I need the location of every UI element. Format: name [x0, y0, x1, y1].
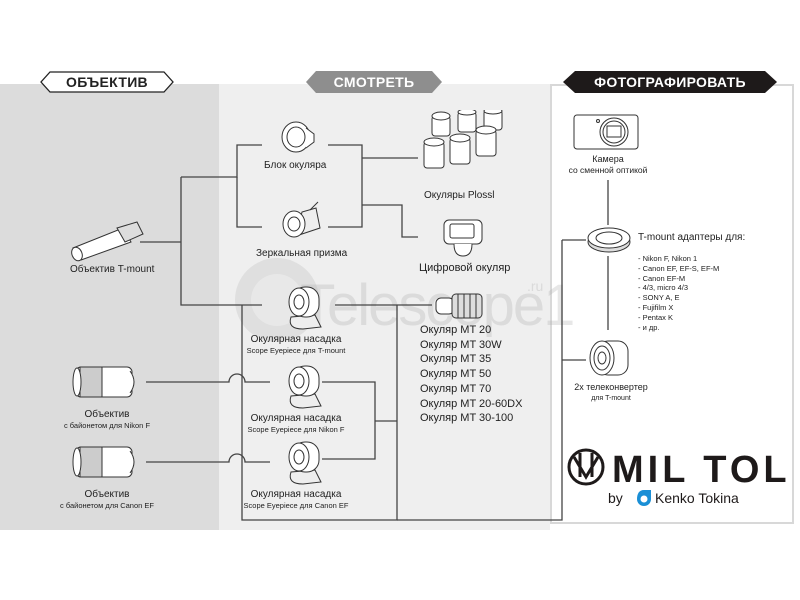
kenko-tokina-logo-icon [637, 490, 651, 506]
adapters-title: T-mount адаптеры для: [638, 232, 746, 243]
mirror-prism-icon [282, 201, 321, 238]
adapter-item: - Pentax K [638, 312, 674, 322]
canon-lens-sub: с байонетом для Canon EF [60, 501, 154, 510]
plossl-label: Окуляры Plossl [424, 190, 495, 201]
scope-tmount-icon [288, 286, 322, 330]
scope-canon-sub: Scope Eyepiece для Canon EF [243, 501, 349, 510]
brand-maker: Kenko Tokina [655, 490, 739, 506]
mt-eyepiece-list: Окуляр MT 20 Окуляр MT 30W Окуляр MT 35 … [420, 323, 522, 426]
teleconverter-label: 2x телеконвертер для T-mount [566, 381, 656, 403]
scope-canon-title: Окулярная насадка [250, 489, 342, 500]
nikon-lens-icon [72, 366, 135, 398]
nikon-lens-title: Объектив [84, 409, 130, 420]
tmount-lens-icon [71, 221, 144, 262]
tmount-lens-label: Объектив T-mount [70, 264, 155, 275]
header-lens-label: ОБЪЕКТИВ [66, 74, 148, 90]
header-photo: ФОТОГРАФИРОВАТЬ [563, 71, 777, 93]
adapter-item: - Canon EF-M [638, 273, 686, 283]
scope-nikon-title: Окулярная насадка [250, 413, 342, 424]
brand-by: by [608, 490, 623, 506]
camera-icon [573, 114, 639, 150]
digital-eyepiece-label: Цифровой окуляр [419, 262, 511, 274]
scope-canon-icon [288, 441, 322, 485]
teleconverter-sub: для T-mount [591, 395, 631, 402]
mt-eyepiece-item: Окуляр MT 50 [420, 368, 492, 381]
camera-title: Камера [592, 154, 624, 164]
mt-eyepiece-icon [435, 293, 483, 319]
digital-eyepiece-icon [443, 219, 483, 257]
adapter-item: - и др. [638, 322, 660, 332]
tmount-adapter-icon [587, 227, 631, 253]
header-view-label: СМОТРЕТЬ [333, 74, 415, 90]
scope-nikon-sub: Scope Eyepiece для Nikon F [247, 425, 345, 434]
eyepiece-block-icon [281, 121, 315, 153]
header-view: СМОТРЕТЬ [306, 71, 442, 93]
miltol-logo-icon [567, 448, 605, 486]
mt-eyepiece-item: Окуляр MT 35 [420, 353, 492, 366]
eyepiece-block-label: Блок окуляра [264, 160, 327, 171]
mirror-prism-label: Зеркальная призма [256, 248, 348, 259]
brand-name: MIL TOL [612, 449, 791, 491]
teleconverter-title: 2x телеконвертер [574, 382, 648, 392]
adapters-list: - Nikon F, Nikon 1 - Canon EF, EF-S, EF-… [638, 254, 719, 332]
scope-tmount-sub: Scope Eyepiece для T-mount [246, 346, 346, 355]
adapter-item: - SONY A, E [638, 293, 680, 303]
scope-canon-label: Окулярная насадка Scope Eyepiece для Can… [239, 489, 353, 510]
mt-eyepiece-item: Окуляр MT 30-100 [420, 412, 514, 425]
camera-label: Камера со сменной оптикой [560, 153, 656, 175]
canon-lens-icon [72, 446, 135, 478]
mt-eyepiece-item: Окуляр MT 70 [420, 382, 492, 395]
mt-eyepiece-item: Окуляр MT 20-60DX [420, 397, 523, 410]
nikon-lens-label: Объектив с байонетом для Nikon F [52, 409, 162, 430]
scope-nikon-label: Окулярная насадка Scope Eyepiece для Nik… [241, 413, 351, 434]
scope-tmount-label: Окулярная насадка Scope Eyepiece для T-m… [241, 334, 351, 355]
canon-lens-title: Объектив [84, 489, 130, 500]
scope-tmount-title: Окулярная насадка [250, 334, 342, 345]
header-lens: ОБЪЕКТИВ [40, 71, 174, 93]
teleconverter-icon [589, 340, 629, 376]
adapter-item: - Canon EF, EF-S, EF-M [638, 263, 720, 273]
canon-lens-label: Объектив с байонетом для Canon EF [50, 489, 164, 510]
mt-eyepiece-item: Окуляр MT 20 [420, 324, 492, 336]
plossl-eyepieces-icon [423, 110, 503, 169]
header-photo-label: ФОТОГРАФИРОВАТЬ [594, 74, 746, 90]
adapter-item: - Fujifilm X [638, 302, 674, 312]
watermark-suffix: .ru [527, 278, 544, 294]
adapter-item: - Nikon F, Nikon 1 [638, 254, 698, 263]
nikon-lens-sub: с байонетом для Nikon F [63, 421, 151, 430]
scope-nikon-icon [288, 365, 322, 409]
adapter-item: - 4/3, micro 4/3 [638, 283, 689, 293]
mt-eyepiece-item: Окуляр MT 30W [420, 338, 502, 351]
camera-sub: со сменной оптикой [568, 165, 648, 175]
